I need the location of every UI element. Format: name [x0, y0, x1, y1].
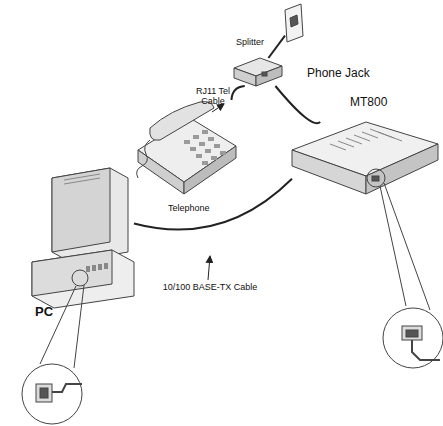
cable-label: 10/100 BASE-TX Cable — [150, 282, 270, 292]
cable-label: RJ11 Tel Cable — [188, 86, 238, 107]
device-label: Splitter — [236, 38, 264, 48]
port-inset — [380, 183, 443, 368]
adsl-modem — [292, 122, 438, 194]
desktop-pc — [32, 168, 134, 308]
device-label: PC — [35, 305, 53, 319]
leader-line — [208, 256, 210, 280]
cable — [275, 86, 320, 123]
device-label: Telephone — [168, 204, 210, 214]
wall-jack — [285, 4, 303, 42]
device-area: MT800 — [292, 122, 438, 194]
device-area: Phone Jack — [285, 5, 303, 42]
port-inset — [22, 285, 84, 424]
device-area: PC — [32, 168, 134, 308]
splitter-device — [234, 58, 282, 86]
device-label: Phone Jack — [307, 67, 370, 80]
device-area: Splitter — [234, 58, 282, 86]
cable — [268, 36, 285, 58]
cable — [231, 86, 244, 100]
device-area: Telephone — [138, 100, 236, 194]
telephone-set — [137, 102, 236, 194]
cable — [134, 179, 292, 230]
device-label: MT800 — [350, 96, 387, 109]
